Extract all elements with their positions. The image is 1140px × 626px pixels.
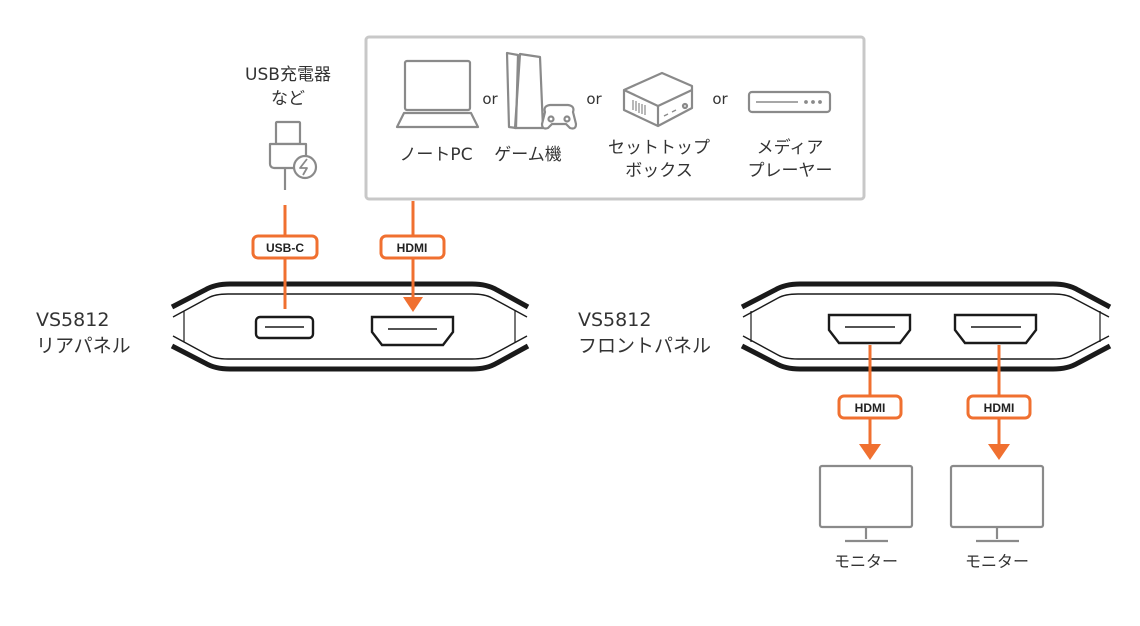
source-label: ボックス [625,161,693,181]
hdmi-port [953,313,1038,345]
source-devices-box: ノートPC or ゲーム機 or セットト [364,35,866,201]
or-separator: or [586,90,602,108]
cable-label: USB-C [266,241,304,255]
front-panel-group: VS5812 フロントパネル HDMI [578,281,1112,460]
usb-charger-group: USB充電器 など [245,65,331,190]
usb-charger-icon [268,120,318,190]
rear-panel-group: VS5812 リアパネル USB-C HD [36,201,530,372]
rear-panel-name: リアパネル [36,335,131,357]
game-console-icon [505,51,578,130]
or-separator: or [712,90,728,108]
hdmi-output-cable: HDMI [966,345,1032,460]
monitor-2: モニター [949,464,1045,571]
hdmi-input-cable: HDMI [379,201,446,312]
source-label: ゲーム機 [494,145,562,165]
arrow-down-icon [403,297,423,312]
source-media-player: メディア プレーヤー [747,90,833,181]
media-player-icon [747,90,832,114]
set-top-box-icon [622,71,694,128]
cable-label: HDMI [855,401,886,415]
rear-panel-model: VS5812 [36,309,109,331]
charger-label-line1: USB充電器 [245,65,331,85]
source-label: ノートPC [399,145,472,165]
cable-label: HDMI [397,241,428,255]
source-game-console: ゲーム機 [494,51,578,165]
source-laptop: ノートPC [395,59,480,165]
arrow-down-icon [859,444,881,460]
usb-c-cable: USB-C [251,205,319,309]
usb-c-port [254,315,315,340]
front-panel-device [740,281,1112,372]
source-label: プレーヤー [748,161,833,181]
source-set-top-box: セットトップ ボックス [608,71,710,181]
front-panel-model: VS5812 [578,309,651,331]
monitor-icon [818,464,914,543]
source-label: セットトップ [608,138,710,158]
monitor-label: モニター [965,552,1029,571]
source-label: メディア [757,137,824,158]
monitor-label: モニター [834,552,898,571]
hdmi-port [827,313,912,345]
or-separator: or [482,90,498,108]
monitor-1: モニター [818,464,914,571]
front-panel-name: フロントパネル [578,335,711,357]
hdmi-port [370,315,455,347]
cable-label: HDMI [984,401,1015,415]
laptop-icon [395,59,480,129]
arrow-down-icon [988,444,1010,460]
monitor-icon [949,464,1045,543]
charger-label-line2: など [271,89,305,109]
rear-panel-device [170,281,530,372]
hdmi-output-cable: HDMI [837,345,903,460]
